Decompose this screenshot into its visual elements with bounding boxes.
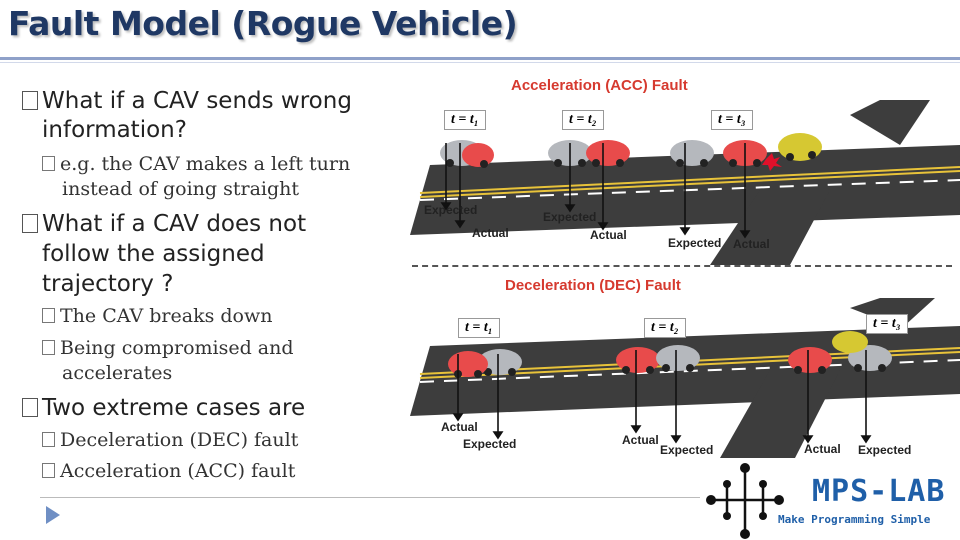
acc-t3-label: t = t₃: [711, 110, 753, 130]
logo-name: MPS-LAB: [812, 474, 946, 509]
acc-lane-mark-yellow2: [419, 170, 960, 198]
mps-lab-logo-icon: [706, 463, 784, 539]
dec-actual-2: Actual: [622, 433, 659, 447]
logo-tagline: Make Programming Simple: [778, 513, 931, 526]
dec-t3-label: t = t₃: [866, 314, 908, 334]
title-underline: [0, 57, 960, 60]
dec-road-diagram: [410, 298, 960, 458]
footer-rule: [40, 497, 700, 498]
collision-icon: [762, 153, 782, 171]
sub-bullet-3-1: Deceleration (DEC) fault: [42, 427, 298, 453]
dec-expected-2: Expected: [660, 443, 714, 457]
dec-expected-1: Expected: [463, 437, 517, 451]
dec-expected-3: Expected: [858, 443, 912, 457]
bullet-2-cont1: follow the assigned: [42, 241, 265, 267]
play-triangle-icon: [46, 506, 60, 524]
acc-car-yellow: [778, 133, 822, 161]
acc-cross-road-top: [850, 100, 930, 145]
slide-title: Fault Model (Rogue Vehicle): [8, 4, 518, 43]
acc-actual-2: Actual: [590, 228, 627, 242]
bullet-1: What if a CAV sends wrong: [22, 86, 352, 116]
square-box-icon: [22, 214, 38, 233]
sub-bullet-1-1-cont: instead of going straight: [62, 178, 300, 200]
acc-car-gray-3: [670, 140, 714, 167]
square-box-icon: [42, 463, 55, 478]
acc-actual-1: Actual: [472, 226, 509, 240]
bullet-2-cont2: trajectory ?: [42, 271, 174, 297]
acc-t1-label: t = t₁: [444, 110, 486, 130]
bullet-3: Two extreme cases are: [22, 393, 305, 423]
dec-t1-label: t = t₁: [458, 318, 500, 338]
dec-car-gray-2: [656, 345, 700, 372]
bullet-1-cont: information?: [42, 117, 187, 143]
dec-car-gray-1: [478, 349, 522, 376]
acc-cross-road: [710, 190, 830, 265]
acc-expected-1: Expected: [424, 203, 478, 217]
square-box-icon: [42, 308, 55, 323]
dec-car-red-3: [788, 347, 832, 374]
acc-lane-mark-yellow: [419, 166, 960, 194]
title-underline-thin: [0, 62, 960, 63]
acc-car-red-1: [462, 143, 494, 168]
sub-bullet-2-1: The CAV breaks down: [42, 303, 273, 329]
acc-heading: Acceleration (ACC) Fault: [511, 77, 688, 94]
square-box-icon: [42, 340, 55, 355]
dec-cross-road-top: [850, 298, 935, 328]
dec-car-red-2: [616, 347, 660, 374]
square-box-icon: [42, 432, 55, 447]
square-box-icon: [42, 156, 55, 171]
section-divider: [412, 265, 952, 267]
dec-cross-road: [720, 370, 840, 458]
square-box-icon: [22, 398, 38, 417]
acc-actual-3: Actual: [733, 237, 770, 251]
dec-t2-label: t = t₂: [644, 318, 686, 338]
sub-bullet-2-2: Being compromised and: [42, 335, 294, 361]
bullet-2: What if a CAV does not: [22, 209, 306, 239]
sub-bullet-1-1: e.g. the CAV makes a left turn: [42, 151, 350, 177]
dec-heading: Deceleration (DEC) Fault: [505, 277, 681, 294]
sub-bullet-3-2: Acceleration (ACC) fault: [42, 458, 295, 484]
acc-t2-label: t = t₂: [562, 110, 604, 130]
acc-road-diagram: [410, 100, 960, 265]
acc-car-red-2: [586, 140, 630, 167]
square-box-icon: [22, 91, 38, 110]
acc-expected-2: Expected: [543, 210, 597, 224]
sub-bullet-2-2-cont: accelerates: [62, 362, 173, 384]
dec-actual-1: Actual: [441, 420, 478, 434]
acc-expected-3: Expected: [668, 236, 722, 250]
acc-lane-mark: [419, 179, 960, 201]
dec-car-yellow: [832, 331, 868, 353]
dec-actual-3: Actual: [804, 442, 841, 456]
